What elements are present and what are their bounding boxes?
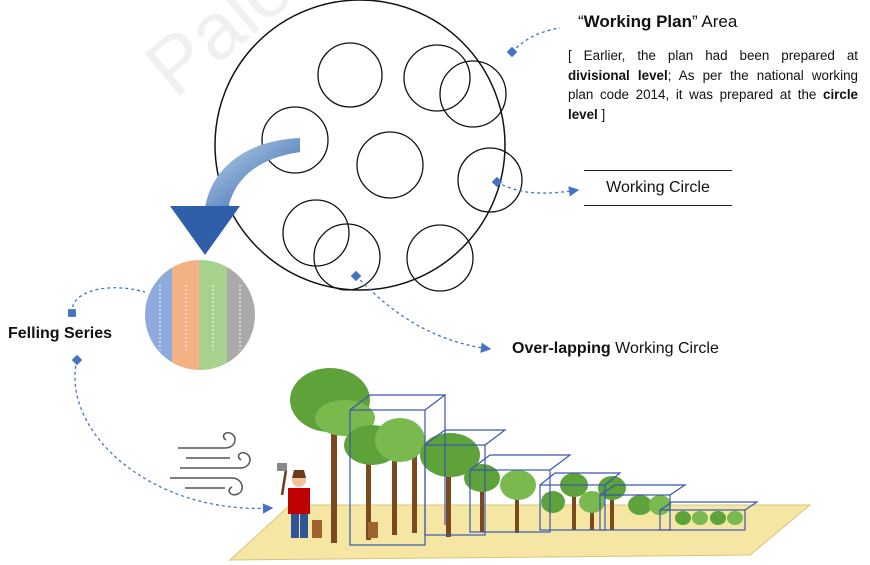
lumberjack-icon: [277, 463, 378, 538]
felling-series-circle: [145, 260, 255, 370]
note-bold-circle: circle level: [568, 87, 858, 122]
zoom-arrow: [170, 138, 300, 255]
watermark: Palo: [129, 0, 309, 113]
wind-icon: [170, 431, 251, 496]
working-plan-bold: Working Plan: [583, 12, 692, 31]
working-plan-rest: ” Area: [691, 12, 738, 31]
note-bold-divisional: divisional level: [568, 67, 668, 83]
forest-stand: [290, 368, 759, 546]
overlapping-label: Over-lapping Working Circle: [512, 340, 719, 358]
working-circle-label: Working Circle: [584, 170, 732, 206]
connectors: [68, 27, 580, 514]
note-mid: ; As per the national working plan code …: [568, 67, 858, 103]
quote-open: “: [578, 12, 584, 31]
working-plan-title: “Working Plan” Area: [578, 12, 737, 32]
overlapping-rest: Working Circle: [610, 340, 719, 357]
note-close: ]: [597, 106, 606, 122]
note-open: [ Earlier, the plan had been prepared at: [568, 48, 858, 63]
overlapping-bold: Over-lapping: [512, 340, 611, 357]
working-plan-note: [ Earlier, the plan had been prepared at…: [568, 46, 858, 124]
felling-series-label: Felling Series: [8, 325, 113, 342]
